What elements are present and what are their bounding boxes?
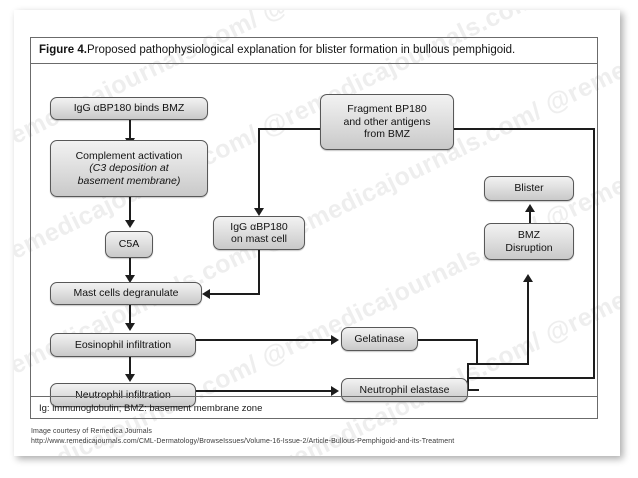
node-neutrophil-infiltration[interactable]: Neutrophil infiltration (50, 383, 196, 407)
node-label-line2: and other antigens (343, 115, 431, 128)
node-gelatinase[interactable]: Gelatinase (341, 327, 418, 351)
node-label: C5A (118, 238, 140, 251)
node-mast-cells-degranulate[interactable]: Mast cells degranulate (50, 282, 202, 305)
edge-iggmast-mast-v (258, 250, 260, 295)
node-neutrophil-elastase[interactable]: Neutrophil elastase (341, 378, 468, 402)
arrowhead-up (525, 204, 535, 212)
edge-feedback-h-top (454, 128, 595, 130)
edge-feedback-v (593, 128, 595, 379)
edge-eosinophil-neutrophil (129, 357, 131, 376)
arrowhead-down (125, 275, 135, 283)
node-label: Mast cells degranulate (73, 287, 179, 300)
node-fragment-bp180[interactable]: Fragment BP180 and other antigens from B… (320, 94, 454, 150)
arrowhead-up (523, 274, 533, 282)
arrowhead-left (202, 289, 210, 299)
edge-iggbmz-complement (129, 120, 131, 140)
node-label: Neutrophil elastase (359, 383, 450, 396)
node-label: Eosinophil infiltration (74, 338, 172, 351)
edge-merge-bmz-v (527, 280, 529, 364)
credit-line-url: http://www.remedicajournals.com/CML-Derm… (31, 438, 455, 446)
arrowhead-right (331, 335, 339, 345)
node-label-line1: IgG αBP180 (230, 220, 288, 233)
image-credit: Image courtesy of Remedica Journals http… (31, 427, 611, 447)
node-igg-binds-bmz[interactable]: IgG αBP180 binds BMZ (50, 97, 208, 120)
node-c5a[interactable]: C5A (105, 231, 153, 258)
figure-frame (30, 37, 598, 419)
node-label-line2: on mast cell (230, 233, 288, 245)
edge-fragment-iggmast-v (258, 128, 260, 212)
edge-c5a-mast (129, 258, 131, 279)
edge-feedback-h-bottom (467, 377, 595, 379)
edge-complement-c5a (129, 197, 131, 222)
node-eosinophil-infiltration[interactable]: Eosinophil infiltration (50, 333, 196, 357)
edge-elastase-merge-h (467, 389, 479, 391)
node-label: Neutrophil infiltration (75, 388, 171, 401)
edge-fragment-iggmast-h (258, 128, 320, 130)
edge-mast-eosinophil (129, 305, 131, 325)
arrowhead-down (125, 374, 135, 382)
edge-eosinophil-gelatinase (196, 339, 333, 341)
edge-gelatinase-merge-v (476, 339, 478, 365)
edge-gelatinase-merge-h (418, 339, 478, 341)
node-label: IgG αBP180 binds BMZ (73, 102, 185, 115)
edge-neutrophil-elastase (196, 390, 333, 392)
credit-line-source: Image courtesy of Remedica Journals (31, 428, 152, 435)
node-bmz-disruption[interactable]: BMZ Disruption (484, 223, 574, 260)
edge-iggmast-mast-h (210, 293, 260, 295)
figure-footnote: Ig: immunoglobulin; BMZ: basement membra… (30, 396, 598, 419)
node-label-line1: BMZ (517, 229, 541, 242)
node-label: Blister (514, 182, 544, 195)
node-label-line2: Disruption (505, 241, 553, 254)
node-label-line1: Fragment BP180 (347, 103, 427, 116)
edge-bmz-blister (529, 210, 531, 230)
figure-number: Figure 4. (39, 44, 87, 56)
footnote-text: Ig: immunoglobulin; BMZ: basement membra… (39, 402, 263, 414)
arrowhead-down (125, 323, 135, 331)
node-label-line2: (C3 deposition at (89, 162, 169, 175)
node-label: Gelatinase (354, 332, 405, 345)
arrowhead-right (331, 386, 339, 396)
node-igg-on-mast-cell[interactable]: IgG αBP180 on mast cell (213, 216, 305, 250)
node-label-line1: Complement activation (75, 149, 183, 162)
arrowhead-down (125, 220, 135, 228)
edge-merge-bus-h (467, 363, 529, 365)
node-blister[interactable]: Blister (484, 176, 574, 201)
figure-page: @remedicajournals.com/ @remedicajournals… (14, 10, 620, 456)
figure-caption: Figure 4. Proposed pathophysiological ex… (30, 37, 598, 64)
node-label-line3: basement membrane) (77, 174, 181, 187)
figure-title-text: Proposed pathophysiological explanation … (86, 44, 516, 56)
node-complement-activation[interactable]: Complement activation (C3 deposition at … (50, 140, 208, 197)
arrowhead-down (254, 208, 264, 216)
node-label-line3: from BMZ (363, 128, 411, 141)
